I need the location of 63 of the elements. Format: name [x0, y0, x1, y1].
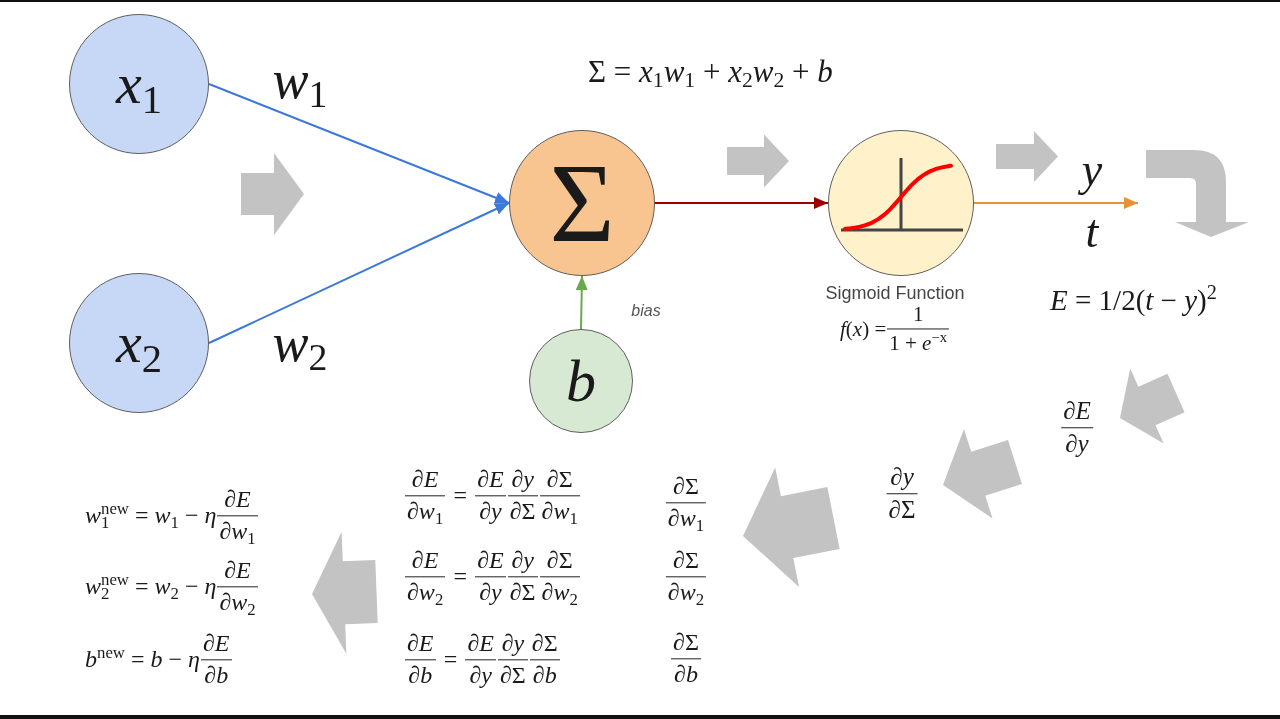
fraction-denominator: ∂y [465, 659, 496, 689]
sum-formula: Σ = x$_{1}$w$_{1}$ + x$_{2}$w$_{2}$ + b [588, 55, 833, 89]
node-label: Σ [549, 147, 615, 259]
node-label: x$_{1}$ [115, 55, 162, 113]
fraction-numerator: ∂y [889, 464, 915, 493]
fraction-denominator: ∂b [405, 659, 436, 689]
connector-arrow [575, 275, 588, 330]
connector-arrow [973, 197, 1139, 209]
fraction-numerator: 1 [911, 303, 925, 329]
error-formula: E = 1/2(t − y)$^{2}$ [1050, 284, 1217, 316]
fraction-denominator: ∂Σ [886, 493, 918, 524]
fraction-denominator: ∂w$_{1}$ [539, 495, 580, 525]
fraction-denominator: ∂w$_{2}$ [665, 576, 707, 606]
fraction-numerator: ∂E [201, 631, 231, 659]
node-label: b [566, 351, 596, 411]
fraction-denominator: ∂b [200, 659, 232, 689]
equals-sign: = [453, 483, 467, 509]
fraction-denominator: 1 + e$^{−x}$ [887, 328, 950, 355]
fraction-denominator: ∂w$_{1}$ [405, 495, 446, 525]
connector-arrow [208, 83, 510, 204]
fraction-denominator: ∂b [529, 659, 560, 689]
update-formula: w$_{1}$$^{new}$ = w$_{1}$ − η [85, 503, 217, 529]
fraction-numerator: ∂Σ [672, 630, 700, 658]
fraction-denominator: ∂Σ [498, 659, 528, 689]
fraction-denominator: ∂w$_{2}$ [539, 576, 580, 606]
fraction-numerator: ∂E [223, 487, 252, 515]
connector-arrow [208, 202, 510, 344]
fraction-numerator: ∂Σ [672, 548, 700, 576]
update-formula: w$_{2}$$^{new}$ = w$_{2}$ − η [85, 574, 217, 600]
fraction-numerator: ∂Σ [545, 548, 574, 576]
fraction-denominator: ∂y [475, 495, 506, 525]
fraction-numerator: ∂E [476, 467, 505, 495]
fraction-numerator: ∂y [510, 467, 535, 495]
fraction-numerator: ∂E [223, 558, 252, 586]
fraction-denominator: ∂Σ [507, 495, 538, 525]
equals-sign: = [453, 564, 467, 590]
fraction-numerator: ∂y [500, 631, 526, 659]
fraction-denominator: ∂w$_{1}$ [217, 515, 258, 545]
fraction-denominator: ∂b [671, 658, 701, 688]
fraction-numerator: ∂E [410, 548, 440, 576]
edge-label: bias [629, 303, 663, 319]
fraction-numerator: ∂E [1062, 398, 1092, 427]
fraction-numerator: ∂Σ [672, 474, 700, 502]
fraction-numerator: ∂Σ [530, 631, 559, 659]
fraction-numerator: ∂y [510, 548, 535, 576]
fraction-numerator: ∂E [466, 631, 495, 659]
connector-arrow [654, 197, 829, 209]
function-formula: f(x) = [839, 317, 887, 340]
node-label: x$_{2}$ [115, 314, 162, 372]
fraction-denominator: ∂w$_{2}$ [217, 586, 258, 616]
equals-sign: = [443, 647, 458, 673]
fraction-denominator: ∂y [1061, 427, 1093, 458]
fraction-denominator: ∂Σ [507, 576, 538, 606]
update-formula: b$^{new}$ = b − η [85, 647, 200, 673]
fraction-numerator: ∂E [406, 631, 435, 659]
function-name: Sigmoid Function [825, 283, 965, 303]
fraction-numerator: ∂E [410, 467, 440, 495]
fraction-numerator: ∂Σ [545, 467, 574, 495]
fraction-denominator: ∂w$_{1}$ [665, 502, 707, 532]
fraction-denominator: ∂y [475, 576, 506, 606]
fraction-numerator: ∂E [476, 548, 505, 576]
fraction-denominator: ∂w$_{2}$ [405, 576, 446, 606]
variable-label: t [1085, 207, 1099, 257]
